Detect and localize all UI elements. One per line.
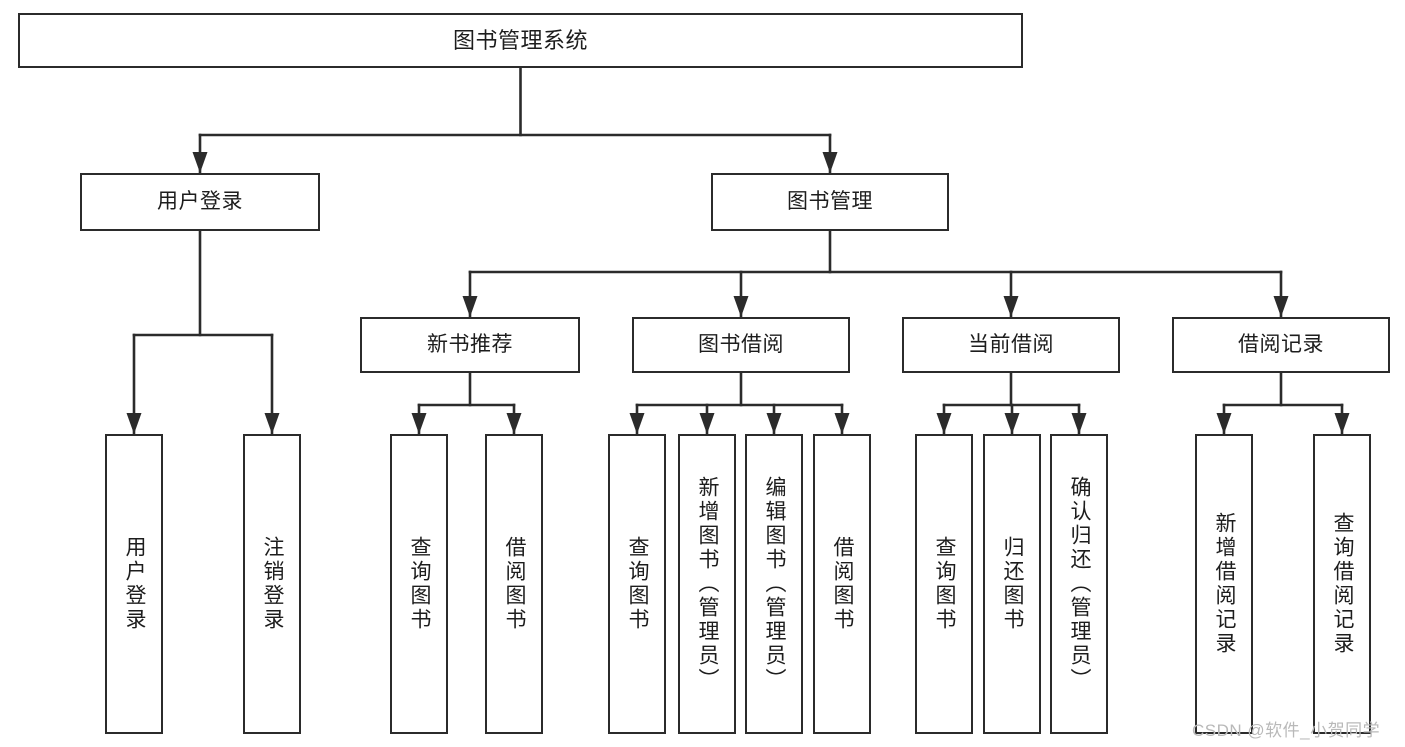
node-leaf-query-book-2[interactable]: 查询图书: [608, 434, 666, 734]
node-label: 借阅记录: [1238, 332, 1324, 356]
node-label: 图书管理: [787, 189, 873, 213]
node-label: 查询图书: [626, 536, 650, 632]
node-label: 当前借阅: [968, 332, 1054, 356]
node-borrow-record[interactable]: 借阅记录: [1172, 317, 1390, 373]
node-label: 归还图书: [1001, 536, 1025, 632]
node-leaf-borrow-book-2[interactable]: 借阅图书: [813, 434, 871, 734]
node-label: 注销登录: [261, 536, 285, 632]
node-label: 查询图书: [408, 536, 432, 632]
node-leaf-add-record[interactable]: 新增借阅记录: [1195, 434, 1253, 734]
node-new-book-recommend[interactable]: 新书推荐: [360, 317, 580, 373]
node-label: 用户登录: [123, 536, 147, 632]
node-leaf-borrow-book-1[interactable]: 借阅图书: [485, 434, 543, 734]
node-label: 查询图书: [933, 536, 957, 632]
node-user-login[interactable]: 用户登录: [80, 173, 320, 231]
node-leaf-confirm-return[interactable]: 确认归还（管理员）: [1050, 434, 1108, 734]
node-leaf-add-book[interactable]: 新增图书（管理员）: [678, 434, 736, 734]
node-leaf-query-book-3[interactable]: 查询图书: [915, 434, 973, 734]
node-label: 新书推荐: [427, 332, 513, 356]
node-label: 用户登录: [157, 189, 243, 213]
node-leaf-query-record[interactable]: 查询借阅记录: [1313, 434, 1371, 734]
node-label: 新增借阅记录: [1213, 512, 1237, 656]
watermark-text: CSDN @软件_小贺同学: [1192, 721, 1381, 740]
node-book-management[interactable]: 图书管理: [711, 173, 949, 231]
node-label: 新增图书（管理员）: [696, 476, 720, 692]
node-leaf-edit-book[interactable]: 编辑图书（管理员）: [745, 434, 803, 734]
node-root-system[interactable]: 图书管理系统: [18, 13, 1023, 68]
node-label: 查询借阅记录: [1331, 512, 1355, 656]
node-label: 借阅图书: [831, 536, 855, 632]
node-label: 编辑图书（管理员）: [763, 476, 787, 692]
node-label: 借阅图书: [503, 536, 527, 632]
node-label: 图书管理系统: [452, 27, 588, 53]
node-leaf-query-book-1[interactable]: 查询图书: [390, 434, 448, 734]
node-label: 确认归还（管理员）: [1068, 476, 1092, 692]
node-leaf-user-login[interactable]: 用户登录: [105, 434, 163, 734]
node-current-borrow[interactable]: 当前借阅: [902, 317, 1120, 373]
node-leaf-return-book[interactable]: 归还图书: [983, 434, 1041, 734]
node-leaf-logout[interactable]: 注销登录: [243, 434, 301, 734]
node-label: 图书借阅: [698, 332, 784, 356]
node-book-borrow[interactable]: 图书借阅: [632, 317, 850, 373]
